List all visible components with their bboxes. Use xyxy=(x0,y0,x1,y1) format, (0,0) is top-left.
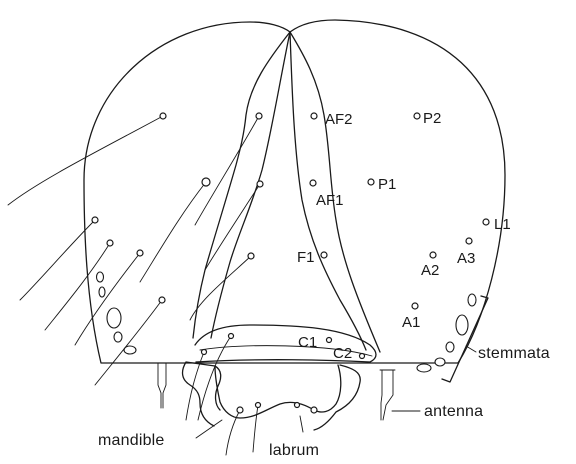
seta-line xyxy=(140,182,206,282)
antenna-left xyxy=(158,363,166,408)
label-mandible: mandible xyxy=(98,432,165,449)
label-A2: A2 xyxy=(421,262,439,279)
seta-line xyxy=(253,405,258,452)
adfrontal-inner-left xyxy=(211,32,290,338)
adfrontal-inner-right xyxy=(290,32,366,350)
stemmata-leader xyxy=(466,346,476,352)
seta-line xyxy=(20,220,95,300)
label-C1: C1 xyxy=(298,334,317,351)
label-P2: P2 xyxy=(423,110,441,127)
labrum-leader xyxy=(300,416,303,432)
label-antenna: antenna xyxy=(424,403,483,420)
label-F1: F1 xyxy=(297,249,315,266)
label-stemmata: stemmata xyxy=(478,345,550,362)
labrum-outline xyxy=(215,365,341,418)
label-A1: A1 xyxy=(402,314,420,331)
label-AF1: AF1 xyxy=(316,192,344,209)
label-C2: C2 xyxy=(333,345,352,362)
label-AF2: AF2 xyxy=(325,111,353,128)
mandible-right xyxy=(314,365,360,430)
seta-line xyxy=(198,336,231,420)
seta-line xyxy=(75,253,140,345)
label-labrum: labrum xyxy=(269,442,319,459)
stemmata-bracket xyxy=(442,296,488,382)
antenna-right xyxy=(381,370,393,420)
label-L1: L1 xyxy=(494,216,511,233)
stemmata-right xyxy=(417,294,476,372)
label-P1: P1 xyxy=(378,176,396,193)
seta-line xyxy=(190,256,251,320)
seta-line xyxy=(95,300,162,385)
head-capsule-outline xyxy=(84,20,505,363)
seta-line xyxy=(45,243,110,330)
label-A3: A3 xyxy=(457,250,475,267)
